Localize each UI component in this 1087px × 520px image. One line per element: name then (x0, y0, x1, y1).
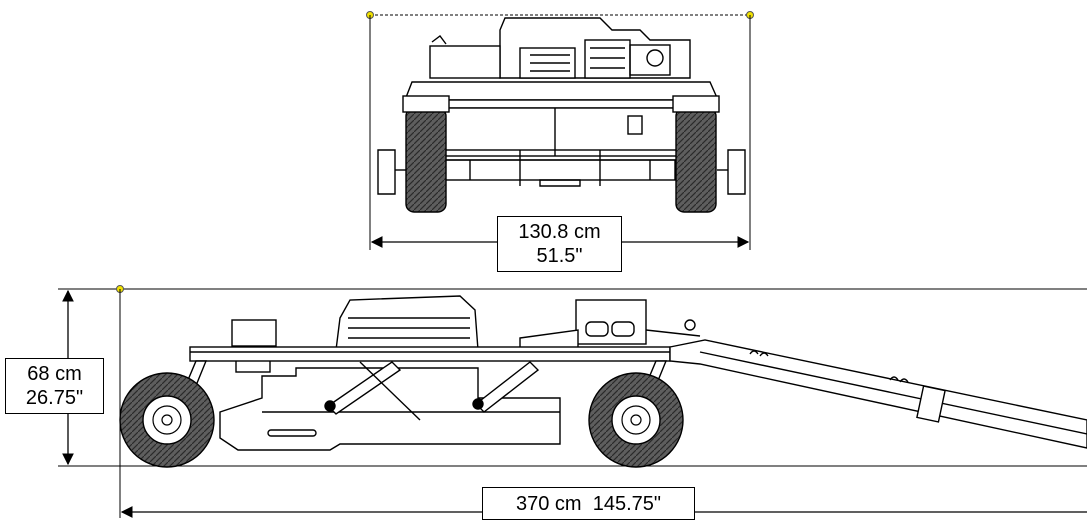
length-metric: 370 cm (516, 493, 582, 515)
length-dimension-label: 370 cm 145.75" (482, 487, 695, 520)
side-view (58, 285, 1087, 518)
side-front-wheel (588, 372, 684, 468)
width-imperial: 51.5" (536, 245, 583, 267)
height-dimension-label: 68 cm 26.75" (5, 358, 104, 414)
width-metric: 130.8 cm (518, 221, 601, 243)
front-view (366, 11, 754, 250)
side-rear-wheel (119, 372, 215, 468)
front-right-tire (675, 107, 717, 213)
height-imperial: 26.75" (25, 387, 84, 409)
length-imperial: 145.75" (592, 493, 661, 515)
front-left-tire (405, 107, 447, 213)
width-dimension-label: 130.8 cm 51.5" (497, 216, 622, 272)
height-metric: 68 cm (27, 363, 82, 385)
